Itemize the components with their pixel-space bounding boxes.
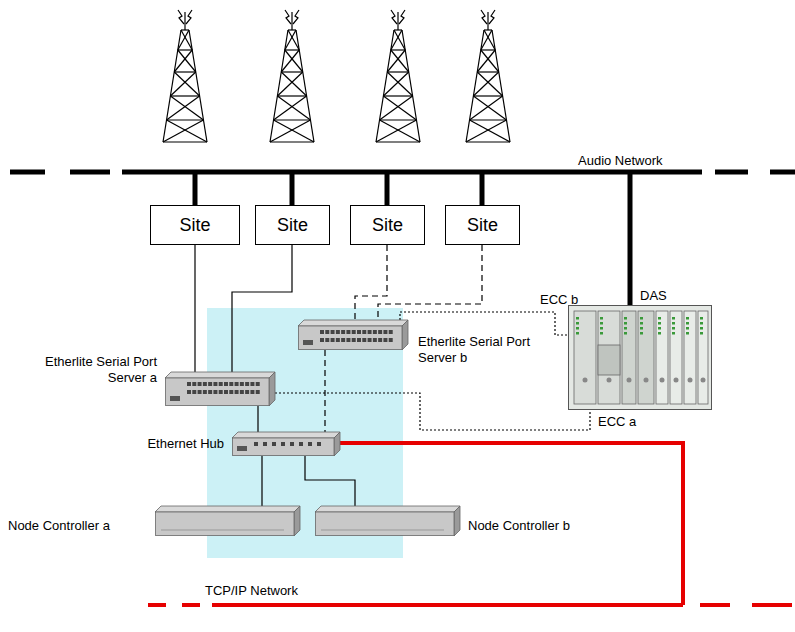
node-controller: Node Controller a [155,506,300,536]
device-label: Node Controller a [8,518,150,534]
site-box: Site [150,205,240,245]
site-label: Site [277,215,308,236]
hub-icon [232,432,340,456]
nc-icon [155,506,300,536]
link-line [355,245,387,320]
link-line [400,312,568,335]
serial-port-server: Etherlite Serial Port Server b [298,320,408,350]
site-label: Site [179,215,210,236]
serial-port-server: Etherlite Serial Port Server a [165,372,275,406]
network-label: TCP/IP Network [205,583,298,598]
link-line [275,393,590,430]
nc-icon [315,506,460,536]
device-label: DAS [640,288,690,304]
node-controller: Node Controller b [315,506,460,536]
link-line [324,350,325,432]
site-label: Site [372,215,403,236]
server-icon [165,372,275,406]
link-line [194,245,195,372]
device-label: Etherlite Serial Port Server a [23,354,157,386]
ethernet-hub: Ethernet Hub [232,432,340,456]
server-icon [298,320,408,350]
audio-network-bus [10,172,795,305]
link-line [378,245,482,320]
tcp-ip-network [148,443,792,605]
link-label: ECC b [540,292,578,307]
das-rack: DAS [568,305,712,410]
link-line [305,456,355,506]
radio-towers [163,10,510,142]
site-box: Site [350,205,425,245]
link-line [257,406,258,432]
link-line [261,456,262,506]
site-label: Site [467,215,498,236]
site-box: Site [255,205,330,245]
site-box: Site [445,205,520,245]
link-line [232,245,292,372]
device-label: Ethernet Hub [102,436,224,452]
das-icon [568,305,712,410]
network-label: Audio Network [578,153,663,168]
device-label: Node Controller b [468,518,610,534]
link-label: ECC a [598,414,636,429]
device-label: Etherlite Serial Port Server b [418,334,544,366]
